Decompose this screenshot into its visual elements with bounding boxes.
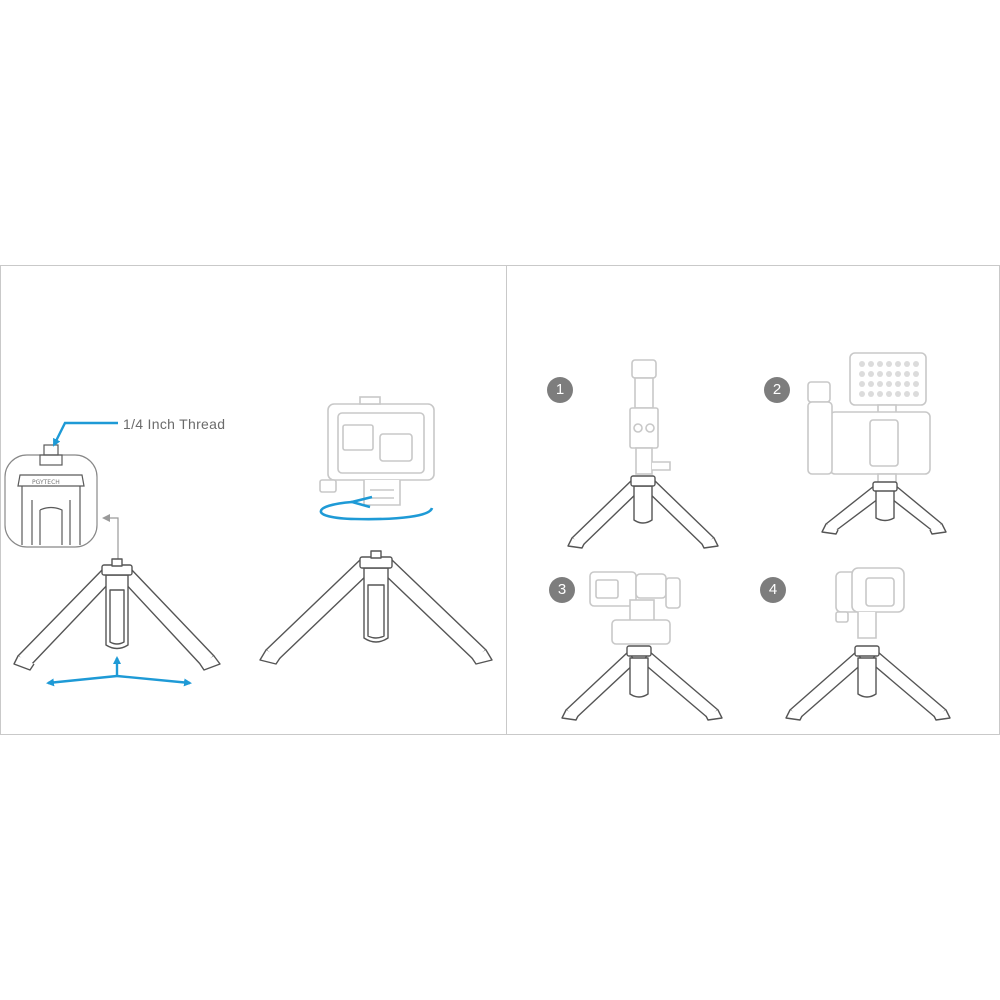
step-badge-3: 3 [549,577,575,603]
brand-logo-text: PGYTECH [32,479,60,486]
scene-4-device [835,567,905,639]
tripod-scene-2 [821,481,947,535]
tripod-with-mount [259,550,493,665]
tripod-spread [13,558,221,671]
tripod-scene-4 [785,645,951,721]
thread-callout-arrow [52,421,118,447]
step-badge-2: 2 [764,377,790,403]
spread-arrows [46,656,192,687]
scene-1-device [629,359,671,475]
zoom-connector [102,514,119,562]
thread-detail-zoom [4,444,98,548]
camera-housing [319,396,435,506]
step-badge-4: 4 [760,577,786,603]
step-badge-1: 1 [547,377,573,403]
right-panel [506,265,1000,735]
scene-2-device [807,352,931,485]
tripod-scene-3 [561,645,723,721]
tripod-scene-1 [567,475,719,549]
rotate-arrow [319,495,434,521]
left-panel [0,265,507,735]
scene-3-device [589,571,681,645]
thread-label: 1/4 Inch Thread [123,416,226,432]
